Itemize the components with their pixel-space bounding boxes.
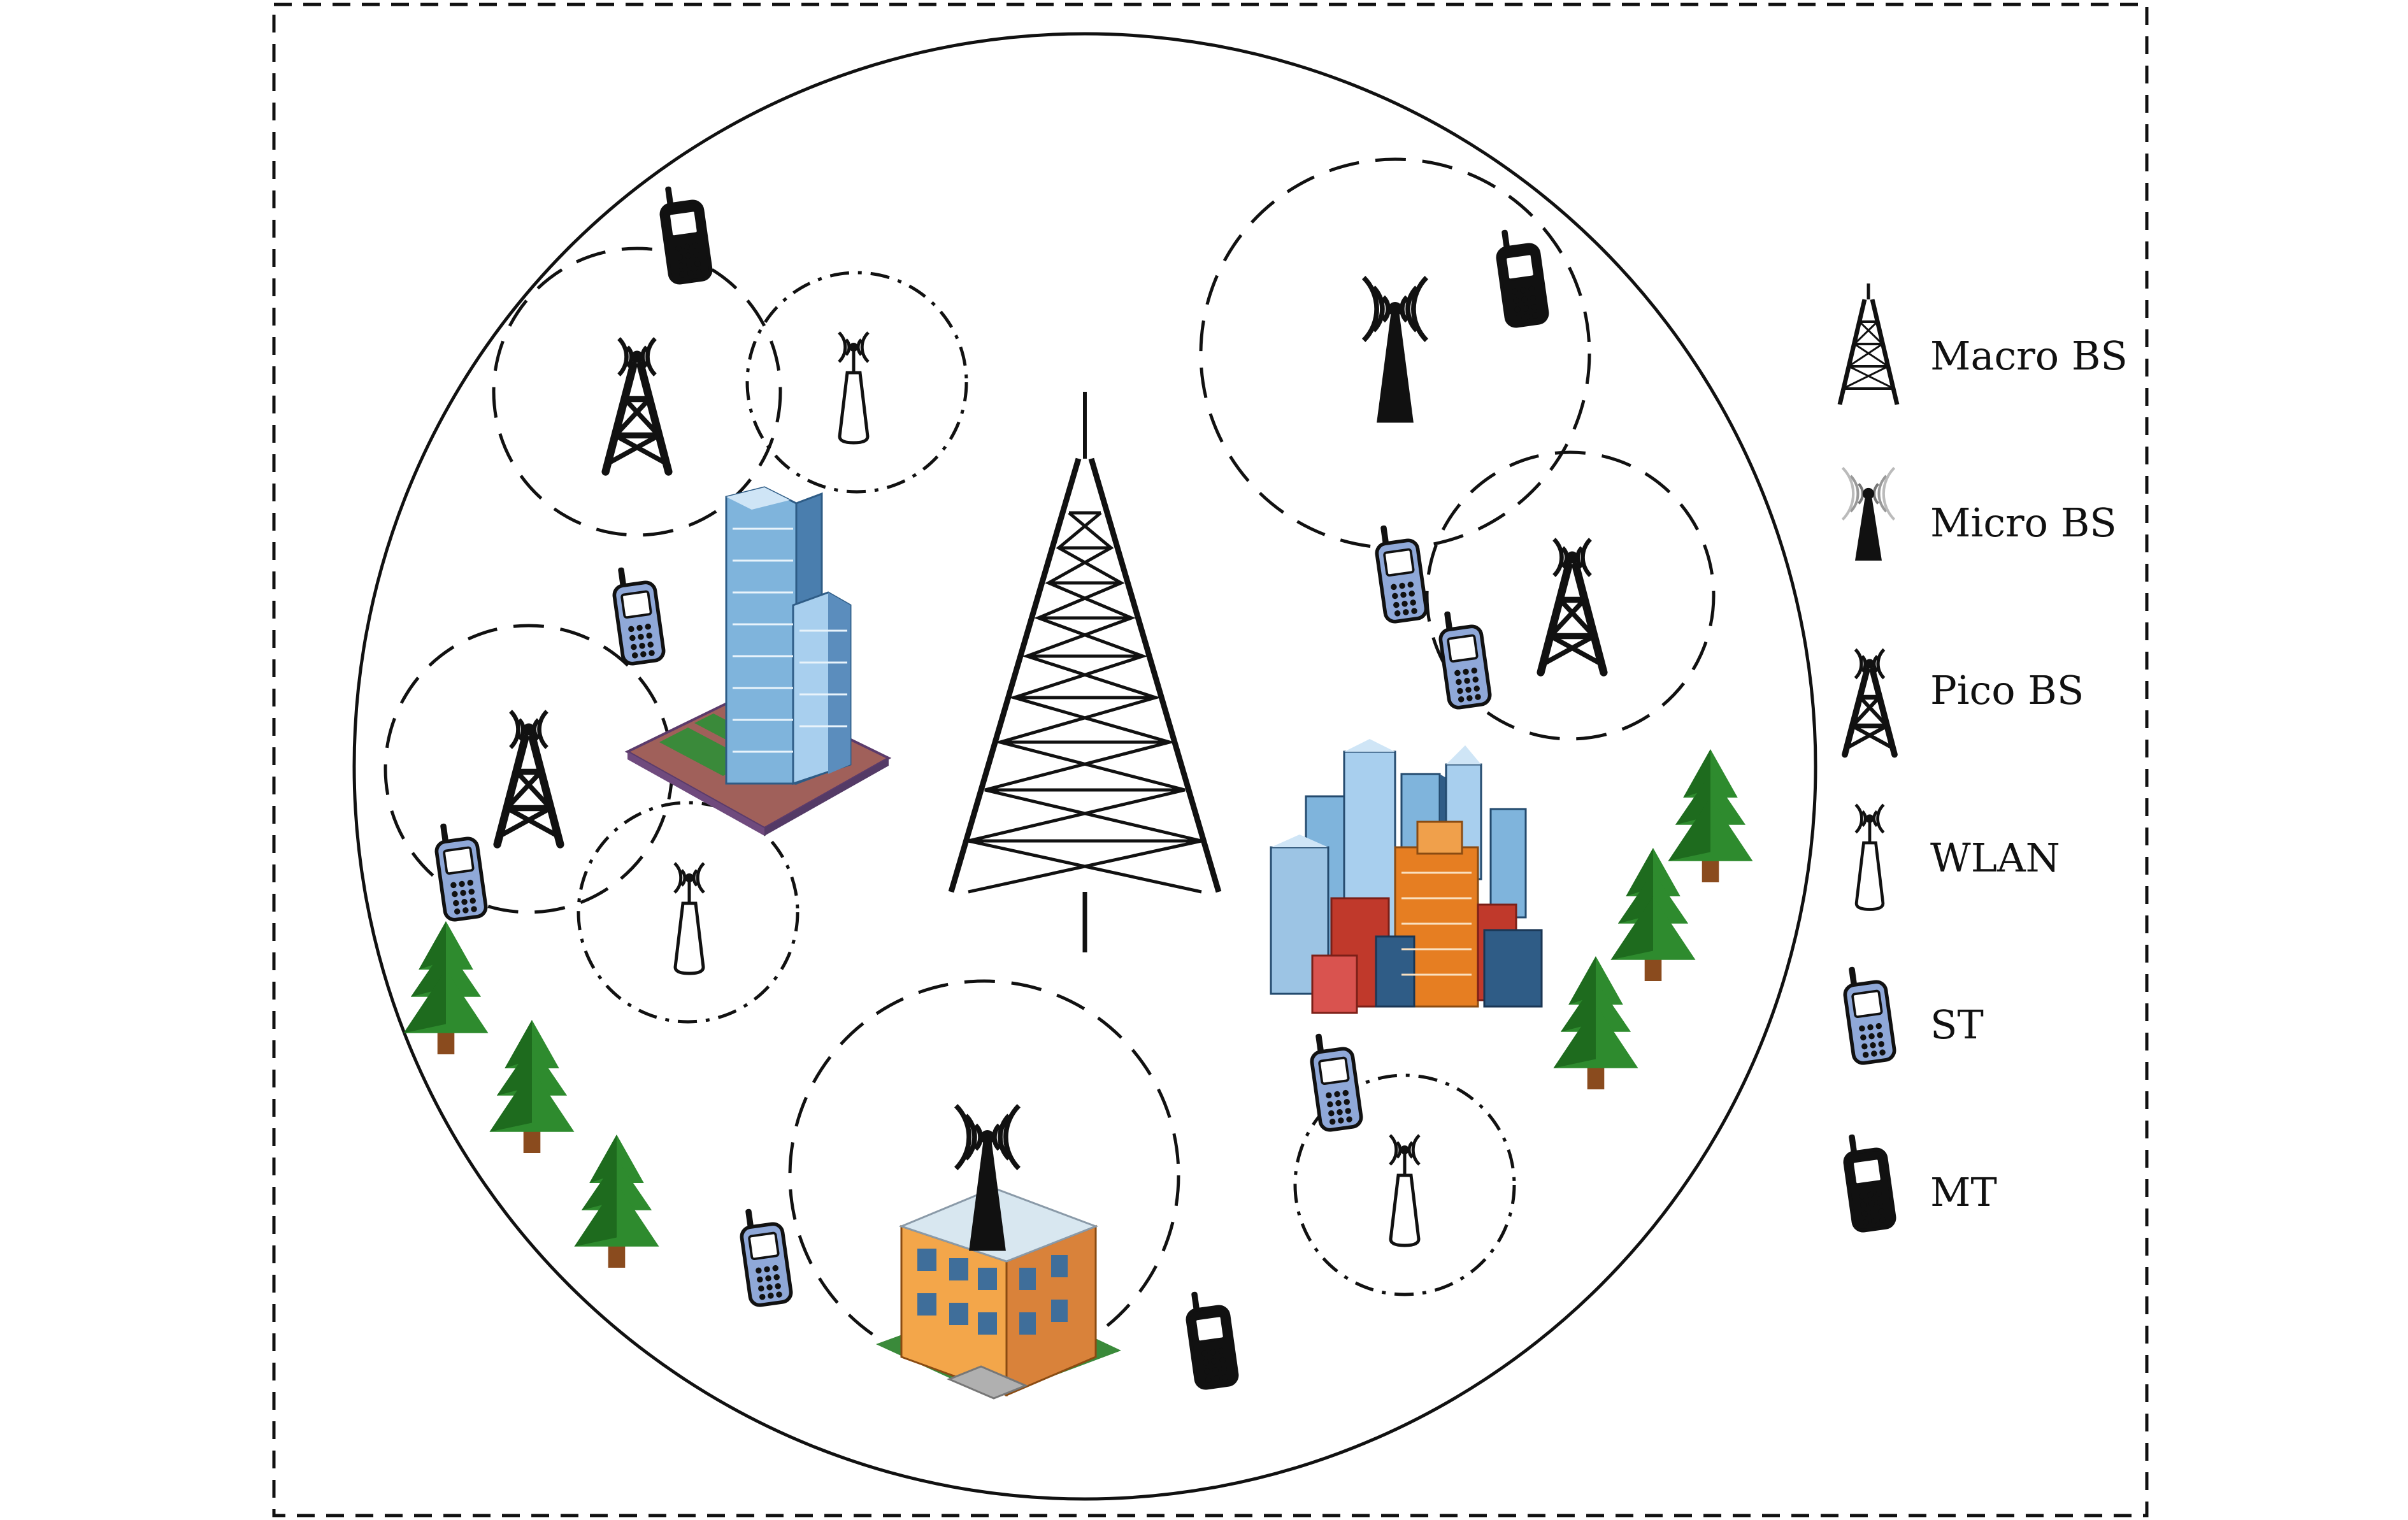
wlan-icon — [1856, 805, 1884, 909]
legend-item-wlan: WLAN — [1856, 805, 2060, 909]
pico-cell-right — [1425, 450, 1716, 741]
office-tower-building — [624, 486, 892, 836]
pico-bs-left-icon — [498, 712, 561, 845]
pico-bs-icon — [1845, 650, 1895, 755]
tree-icon — [489, 1020, 575, 1153]
st-phone-icon — [1841, 963, 1895, 1065]
legend-label-micro: Micro BS — [1930, 499, 2117, 546]
tree-icon — [403, 921, 489, 1054]
legend-label-macro: Macro BS — [1930, 333, 2128, 379]
legend-item-st: ST — [1841, 963, 1984, 1065]
legend-label-wlan: WLAN — [1930, 835, 2060, 881]
apartment-house-building — [876, 1187, 1121, 1400]
mt-phone-icon — [1184, 1287, 1238, 1389]
central-macro-tower-icon — [948, 392, 1222, 952]
legend-label-pico: Pico BS — [1930, 667, 2084, 713]
st-phone-icon — [610, 563, 664, 665]
tree-icon — [1553, 956, 1638, 1089]
legend-item-macro: Macro BS — [1840, 283, 2128, 405]
legend-label-st: ST — [1930, 1001, 1984, 1048]
st-phone-icon — [738, 1205, 792, 1307]
wlan-ap-top-left-icon — [839, 333, 868, 443]
micro-bs-top-right-icon — [1364, 278, 1427, 423]
macro-cell-boundary — [352, 32, 1817, 1501]
pico-bs-top-left-icon — [606, 339, 669, 472]
legend-item-mt: MT — [1841, 1130, 1997, 1232]
wlan-ap-left-icon — [675, 863, 704, 973]
st-phone-icon — [433, 819, 487, 921]
tree-icon — [574, 1135, 659, 1268]
wlan-cell-bottom-right — [1293, 1073, 1516, 1296]
legend: Macro BS Micro BS Pico BS WLAN ST — [1840, 283, 2128, 1232]
tree-icon — [1668, 749, 1753, 882]
wlan-ap-bottom-right-icon — [1390, 1135, 1419, 1245]
tree-icon — [1610, 848, 1696, 981]
mt-phone-icon — [1494, 226, 1548, 327]
st-phone-icon — [1308, 1029, 1362, 1131]
wlan-cell-top-left — [745, 271, 968, 494]
legend-item-pico: Pico BS — [1845, 650, 2084, 755]
wlan-cell-left — [577, 801, 799, 1024]
pico-cell-top-left — [492, 247, 782, 537]
pico-bs-right-icon — [1541, 540, 1604, 673]
legend-item-micro: Micro BS — [1841, 466, 2117, 561]
city-skyline-buildings — [1270, 739, 1543, 1014]
macro-bs-icon — [1840, 283, 1897, 405]
micro-bs-icon — [1841, 466, 1896, 561]
st-phone-icon — [1437, 607, 1491, 709]
mt-phone-icon — [657, 182, 712, 284]
st-phone-icon — [1373, 521, 1427, 623]
outer-dashed-frame — [272, 3, 2149, 1517]
mt-phone-icon — [1841, 1130, 1895, 1232]
legend-label-mt: MT — [1930, 1169, 1997, 1215]
